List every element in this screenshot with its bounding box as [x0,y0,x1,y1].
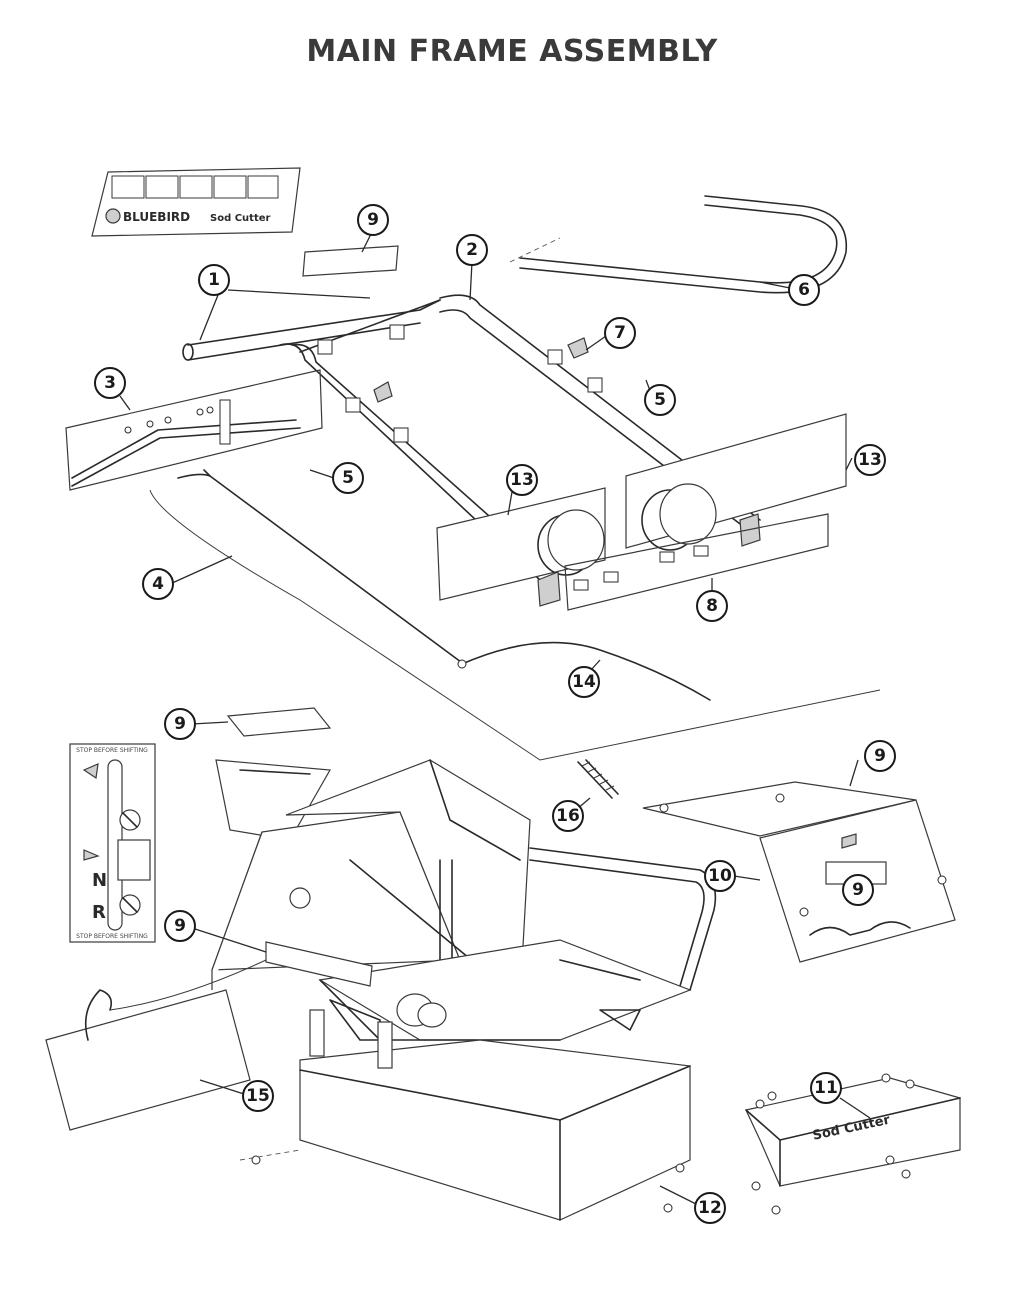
callout-10: 10 [704,860,736,892]
svg-text:14: 14 [572,672,596,692]
callout-9-top: 9 [357,204,389,236]
svg-text:5: 5 [654,390,666,410]
svg-text:10: 10 [708,866,732,886]
callout-13-left: 13 [506,464,538,496]
svg-text:16: 16 [556,806,580,826]
decal-9-frame [265,941,373,987]
callout-15: 15 [242,1080,274,1112]
left-side-plate-13 [436,487,606,607]
callout-8: 8 [696,590,728,622]
svg-text:11: 11 [814,1078,838,1098]
decal-shift-warning-top: STOP BEFORE SHIFTING [76,747,148,754]
callout-7: 7 [604,317,636,349]
callout-4: 4 [142,568,174,600]
decal-product: Sod Cutter [210,213,271,224]
control-bracket-3 [65,369,323,491]
spring-16 [577,759,619,799]
decal-9-mid [226,707,332,737]
decal-brand: BLUEBIRD [123,210,190,224]
callout-13-right: 13 [854,444,886,476]
svg-text:13: 13 [858,450,882,470]
svg-text:9: 9 [367,210,379,230]
svg-text:7: 7 [614,323,626,343]
callout-16: 16 [552,800,584,832]
svg-text:6: 6 [798,280,810,300]
callout-6: 6 [788,274,820,306]
svg-text:1: 1 [208,270,220,290]
svg-text:3: 3 [104,373,116,393]
skid-plate-12 [239,1009,691,1221]
page-title: MAIN FRAME ASSEMBLY [306,34,718,69]
svg-text:9: 9 [852,880,864,900]
svg-text:5: 5 [342,468,354,488]
callout-9-cover: 9 [842,874,874,906]
wheel-group-8 [564,513,829,611]
callout-3: 3 [94,367,126,399]
decal-9-top [302,245,399,277]
decal-gear-n: N [92,870,107,891]
tray-15 [45,959,267,1131]
callout-11: 11 [810,1072,842,1104]
callout-9-frame: 9 [164,910,196,942]
cover-plate-10 [642,781,956,963]
svg-text:9: 9 [174,916,186,936]
decal-gear-r: R [92,902,106,923]
callout-2: 2 [456,234,488,266]
decal-shift-warning-bottom: STOP BEFORE SHIFTING [76,933,148,940]
svg-text:9: 9 [174,714,186,734]
main-frame [211,759,717,1041]
svg-text:2: 2 [466,240,478,260]
front-bumper-11: Sod Cutter [745,1073,961,1215]
callout-5-right: 5 [644,384,676,416]
right-side-plate-13 [625,413,847,563]
handle-bar-6 [519,204,838,284]
svg-text:4: 4 [152,574,164,594]
cable-14 [461,641,711,701]
svg-text:15: 15 [246,1086,270,1106]
cable-4 [177,473,466,666]
svg-text:13: 13 [510,470,534,490]
callout-14: 14 [568,666,600,698]
svg-text:9: 9 [874,746,886,766]
handle-decal: BLUEBIRD Sod Cutter [91,167,301,237]
callout-12: 12 [694,1192,726,1224]
callout-9-shift: 9 [164,708,196,740]
shift-decal: STOP BEFORE SHIFTING N R STOP BEFORE SHI… [69,743,156,943]
upper-handle [182,294,761,581]
svg-text:8: 8 [706,596,718,616]
svg-text:12: 12 [698,1198,722,1218]
callout-9-plate: 9 [864,740,896,772]
callout-5-left: 5 [332,462,364,494]
callout-1: 1 [198,264,230,296]
